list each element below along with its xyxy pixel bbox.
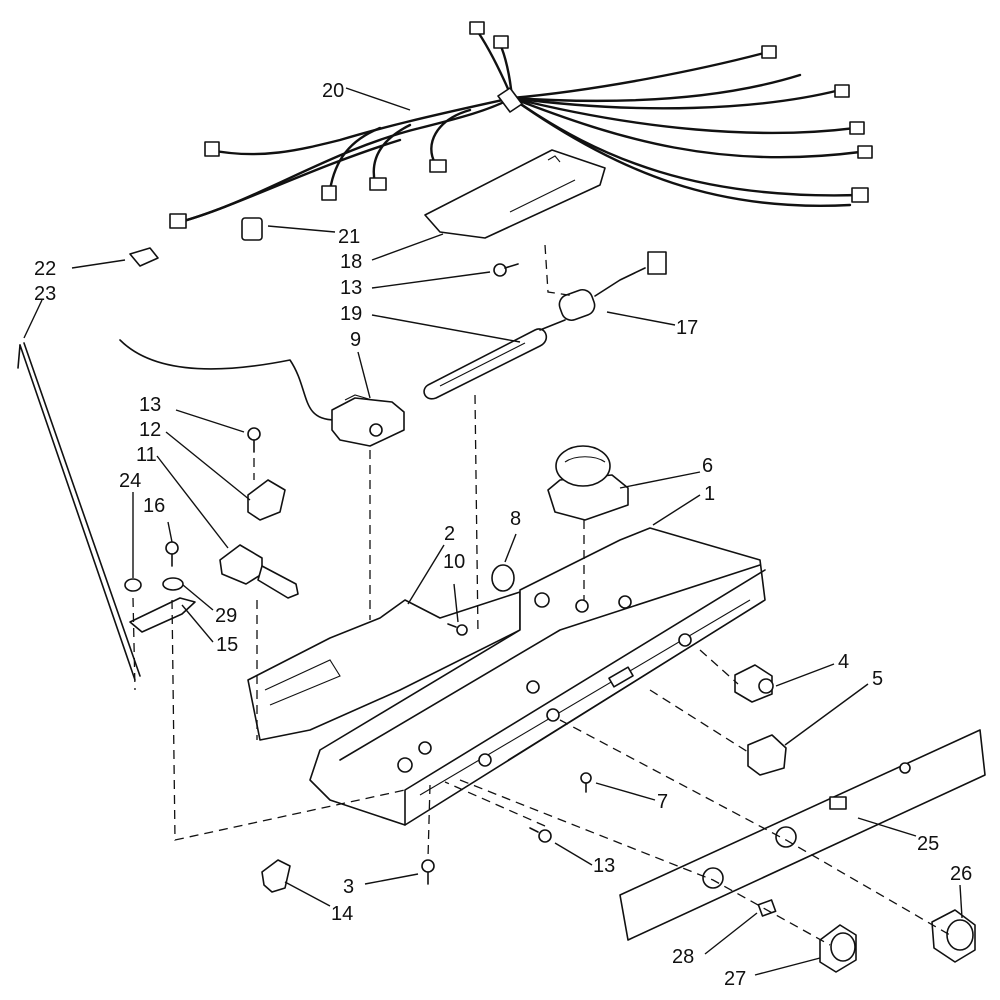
callout-15: 15 xyxy=(216,634,238,656)
callout-24: 24 xyxy=(119,470,141,492)
callout-17: 17 xyxy=(676,317,698,339)
bracket-12 xyxy=(247,479,286,521)
screw-13-left xyxy=(247,427,261,453)
callout-23: 23 xyxy=(34,283,56,305)
callout-9: 9 xyxy=(350,329,361,351)
callout-2: 2 xyxy=(444,523,455,545)
clip-28 xyxy=(757,899,777,917)
callout-16: 16 xyxy=(143,495,165,517)
callout-13-left: 13 xyxy=(139,394,161,416)
callout-29: 29 xyxy=(215,605,237,627)
callout-13-top: 13 xyxy=(340,277,362,299)
callout-4: 4 xyxy=(838,651,849,673)
callout-10: 10 xyxy=(443,551,465,573)
screw-10 xyxy=(447,623,468,636)
thermostat-cover-18 xyxy=(424,149,606,239)
callout-11: 11 xyxy=(136,444,157,466)
callout-18: 18 xyxy=(340,251,362,273)
thermal-fuse-17 xyxy=(558,251,667,322)
callout-27: 27 xyxy=(724,968,746,990)
callout-28: 28 xyxy=(672,946,694,968)
control-housing-1 xyxy=(309,527,766,826)
control-panel-25 xyxy=(619,729,986,941)
callout-20: 20 xyxy=(322,80,344,102)
callout-8: 8 xyxy=(510,508,521,530)
screw-13-top xyxy=(493,263,519,277)
clip-22 xyxy=(129,247,159,267)
callout-6: 6 xyxy=(702,455,713,477)
control-rod-23 xyxy=(17,342,141,681)
callout-7: 7 xyxy=(657,791,668,813)
clip-21 xyxy=(241,217,263,241)
callout-labels: 1 2 3 4 5 6 7 8 9 10 11 12 13 13 13 14 1… xyxy=(34,80,972,990)
grommet-8 xyxy=(491,564,515,592)
lever-15 xyxy=(129,597,196,633)
callout-25: 25 xyxy=(917,833,939,855)
light-switch-4 xyxy=(734,664,774,703)
control-knob-27 xyxy=(819,924,857,973)
callout-5: 5 xyxy=(872,668,883,690)
callout-19: 19 xyxy=(340,303,362,325)
callout-1: 1 xyxy=(704,483,715,505)
callout-12: 12 xyxy=(139,419,161,441)
washer-29 xyxy=(162,577,184,591)
clip-14 xyxy=(261,859,291,893)
assembly-lines xyxy=(132,244,951,946)
control-knob-26 xyxy=(931,909,976,963)
defrost-timer-6 xyxy=(547,445,629,521)
screw-7 xyxy=(580,772,592,793)
callout-26: 26 xyxy=(950,863,972,885)
callout-3: 3 xyxy=(343,876,354,898)
washer-24 xyxy=(124,578,142,592)
callout-21: 21 xyxy=(338,226,360,248)
wire-harness xyxy=(169,21,873,229)
control-shaft-11 xyxy=(219,544,299,599)
callout-22: 22 xyxy=(34,258,56,280)
callout-13-bottom: 13 xyxy=(593,855,615,877)
callout-14: 14 xyxy=(331,903,353,925)
screw-16 xyxy=(165,541,179,567)
switch-5 xyxy=(747,734,787,776)
screw-3 xyxy=(421,859,435,885)
leader-lines xyxy=(23,87,963,976)
screw-13-bottom xyxy=(529,827,552,843)
defrost-element-19 xyxy=(423,319,566,400)
thermostat-9 xyxy=(119,339,405,447)
